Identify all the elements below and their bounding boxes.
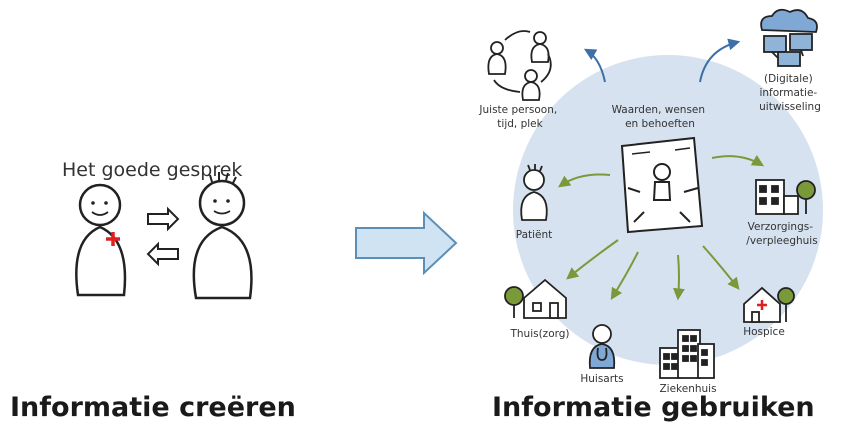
label-hospital: Ziekenhuis (659, 383, 716, 395)
blue-arrow-left (583, 48, 606, 83)
exchange-arrows (146, 206, 180, 267)
label-gp: Huisarts (580, 373, 623, 385)
home-care-icon (504, 278, 567, 319)
center-label: Waarden, wensen en behoeften (612, 104, 709, 130)
label-care-home: Verzorgings- /verpleeghuis (746, 221, 817, 247)
conversation-title: Het goede gesprek (62, 159, 242, 181)
label-home-care: Thuis(zorg) (509, 328, 569, 340)
distribution-arrows (558, 154, 765, 301)
hospice-icon (743, 286, 795, 323)
gp-icon (588, 324, 616, 369)
hospital-icon (659, 329, 715, 379)
right-caption: Informatie gebruiken (492, 392, 815, 423)
label-right-person: Juiste persoon, tijd, plek (478, 104, 560, 130)
label-digital-exchange: (Digitale) informatie- uitwisseling (759, 73, 821, 113)
care-home-icon (755, 179, 816, 215)
patient-figure-left (192, 172, 253, 300)
label-patient: Patiënt (516, 229, 553, 241)
cloud-computers-icon (760, 8, 818, 67)
patient-icon (520, 164, 548, 221)
label-hospice: Hospice (743, 326, 785, 338)
people-cycle-icon (487, 30, 552, 101)
care-provider-figure (75, 183, 127, 297)
flow-arrow (355, 210, 458, 276)
left-caption: Informatie creëren (10, 392, 296, 423)
blue-arrow-right (699, 38, 741, 83)
document-figure (620, 136, 704, 234)
